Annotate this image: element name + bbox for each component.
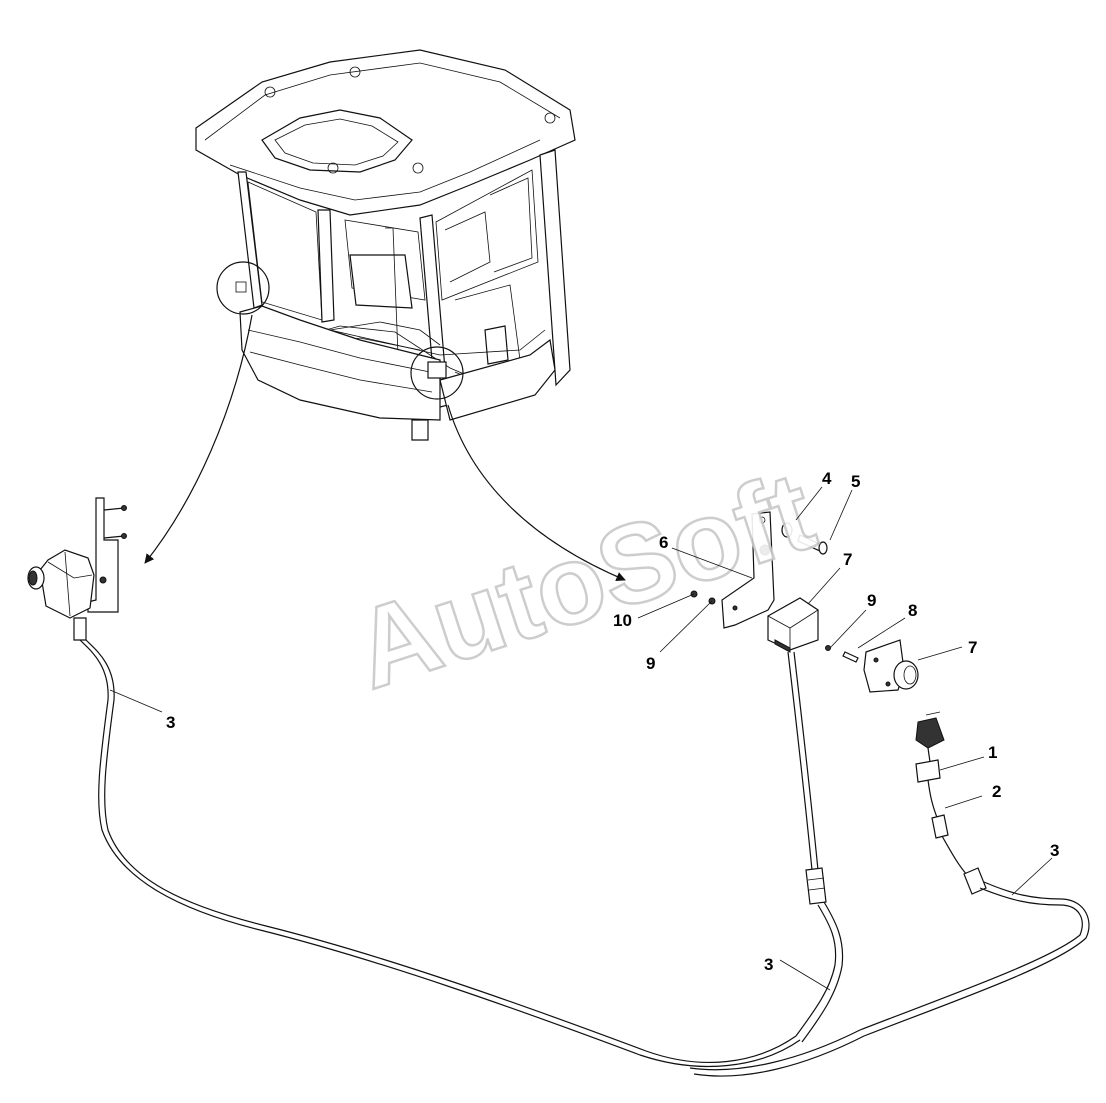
right-switch-assembly [690,511,919,693]
callout-7-right: 7 [968,638,977,657]
callout-7-upper: 7 [843,550,852,569]
autosoft-watermark: AutoSoft [340,448,828,713]
callout-9-left: 9 [646,654,655,673]
callout-3-left: 3 [166,713,175,732]
callout-3-bottom: 3 [764,955,773,974]
callout-10: 10 [613,611,632,630]
wiring-harness [79,639,1090,1077]
callout-1: 1 [988,743,997,762]
connector-assembly [915,711,987,895]
detail-arrow-right [447,404,626,582]
callout-6: 6 [659,533,668,552]
left-switch-assembly [27,497,127,641]
callout-leaders [109,486,1053,991]
callout-8: 8 [908,601,917,620]
callout-2: 2 [992,782,1001,801]
callout-4: 4 [822,469,832,488]
callout-5: 5 [851,472,860,491]
detail-arrow-left [144,314,253,564]
callout-3-right: 3 [1050,841,1059,860]
operator-cab [195,49,576,441]
callout-9-right: 9 [867,591,876,610]
